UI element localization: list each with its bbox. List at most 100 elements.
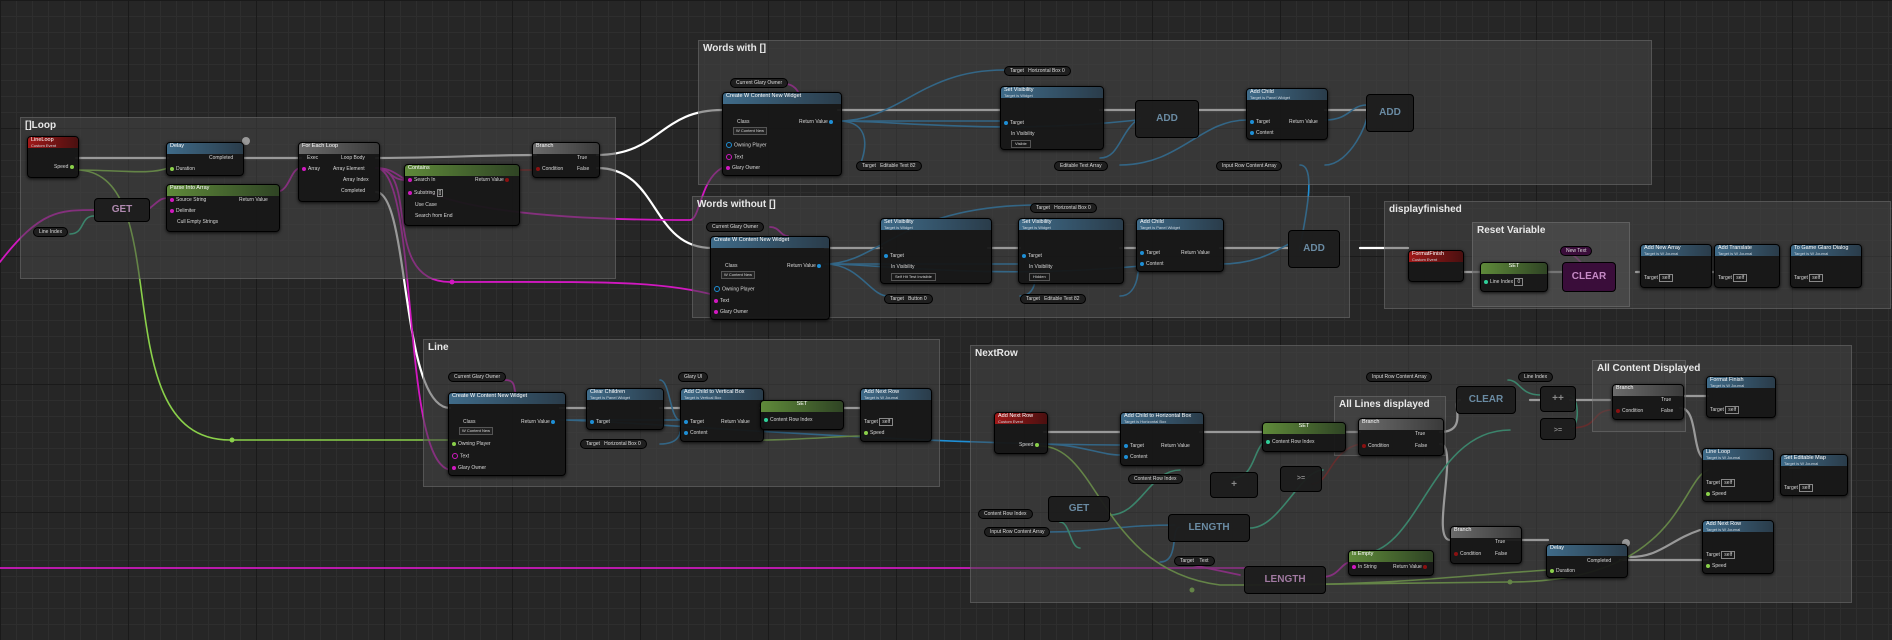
pin-completed[interactable]: Completed bbox=[341, 188, 365, 194]
pin-target[interactable]: Target bbox=[1124, 443, 1144, 449]
var-target-hbox[interactable]: Target Horizontal Box 0 bbox=[580, 439, 647, 449]
pin-class[interactable]: Class bbox=[463, 419, 476, 425]
pin-return-value[interactable]: Return Value bbox=[1393, 564, 1429, 570]
pin-in-visibility[interactable]: In Visibility bbox=[891, 264, 915, 270]
pin-return-value[interactable]: Return Value bbox=[799, 119, 835, 125]
pin-false[interactable]: False bbox=[1415, 443, 1427, 449]
pin-speed[interactable]: Speed bbox=[1706, 491, 1726, 497]
node-clear-new-text[interactable]: CLEAR bbox=[1562, 262, 1616, 292]
node-greater-equal[interactable]: >= bbox=[1280, 466, 1322, 492]
node-array-add-2[interactable]: ADD bbox=[1366, 94, 1414, 132]
var-content-row-index[interactable]: Content Row Index bbox=[1128, 474, 1183, 484]
pin-glary-owner[interactable]: Glary Owner bbox=[452, 465, 486, 471]
var-new-text[interactable]: New Text bbox=[1560, 246, 1593, 256]
class-dropdown[interactable]: W Content New bbox=[721, 271, 756, 279]
pin-target[interactable]: Target self bbox=[864, 418, 894, 426]
pin-target[interactable]: Target bbox=[884, 253, 904, 259]
pin-substring[interactable]: Substring [] bbox=[408, 189, 444, 197]
pin-target[interactable]: Target bbox=[1250, 119, 1270, 125]
node-set-line-index[interactable]: SET Line Index 0 bbox=[1480, 262, 1548, 292]
pin-content[interactable]: Content bbox=[1250, 130, 1274, 136]
node-length[interactable]: LENGTH bbox=[1168, 514, 1250, 542]
node-clear-array[interactable]: CLEAR bbox=[1456, 386, 1516, 414]
pin-speed[interactable]: Speed bbox=[1706, 563, 1726, 569]
pin-return-value[interactable]: Return Value bbox=[721, 419, 750, 425]
node-delay[interactable]: Delay Duration Completed bbox=[1546, 544, 1628, 578]
pin-cull-empty[interactable]: Cull Empty Strings bbox=[177, 219, 218, 225]
pin-return-value[interactable]: Return Value bbox=[787, 263, 823, 269]
node-create-widget[interactable]: Create W Content New Widget Class W Cont… bbox=[710, 236, 830, 320]
pin-text[interactable]: Text bbox=[726, 154, 743, 160]
pin-return-value[interactable]: Return Value bbox=[239, 197, 268, 203]
pin-array-index[interactable]: Array Index bbox=[343, 177, 369, 183]
node-length-string[interactable]: LENGTH bbox=[1244, 566, 1326, 594]
pin-glary-owner[interactable]: Glary Owner bbox=[726, 165, 760, 171]
pin-duration[interactable]: Duration bbox=[170, 166, 195, 172]
var-line-index[interactable]: Line Index bbox=[1518, 372, 1554, 382]
pin-class[interactable]: Class bbox=[725, 263, 738, 269]
pin-class[interactable]: Class bbox=[737, 119, 750, 125]
pin-loop-body[interactable]: Loop Body bbox=[341, 155, 365, 161]
pin-target[interactable]: Target self bbox=[1710, 406, 1740, 414]
pin-return-value[interactable]: Return Value bbox=[1161, 443, 1190, 449]
node-get[interactable]: GET bbox=[94, 198, 150, 222]
pin-condition[interactable]: Condition bbox=[1454, 551, 1481, 557]
pin-target[interactable]: Target bbox=[684, 419, 704, 425]
var-line-index[interactable]: Line Index bbox=[33, 227, 69, 237]
node-set-content-row-index[interactable]: SET Content Row Index bbox=[1262, 422, 1346, 452]
node-contains[interactable]: Contains Search In Substring [] Use Case… bbox=[404, 164, 520, 226]
pin-text[interactable]: Text bbox=[452, 453, 469, 459]
var-current-glary-owner[interactable]: Current Glary Owner bbox=[448, 372, 507, 382]
node-branch[interactable]: Branch Condition True False bbox=[532, 142, 600, 178]
pin-owning-player[interactable]: Owning Player bbox=[726, 142, 767, 148]
pin-condition[interactable]: Condition bbox=[1616, 408, 1643, 414]
node-is-empty[interactable]: Is Empty In String Return Value bbox=[1348, 550, 1434, 576]
node-delay[interactable]: Delay Duration Completed bbox=[166, 142, 244, 176]
visibility-dropdown[interactable]: Self Hit Test Invisible bbox=[891, 273, 936, 281]
var-target-hbox[interactable]: Target Horizontal Box 0 bbox=[1030, 203, 1097, 213]
var-editable-text-array[interactable]: Editable Text Array bbox=[1054, 161, 1108, 171]
pin-line-index[interactable]: Line Index 0 bbox=[1484, 278, 1524, 286]
pin-false[interactable]: False bbox=[1661, 408, 1673, 414]
var-current-glary-owner[interactable]: Current Glary Owner bbox=[730, 78, 789, 88]
visibility-dropdown[interactable]: Visible bbox=[1011, 140, 1031, 148]
pin-target[interactable]: Target self bbox=[1718, 274, 1748, 282]
pin-target[interactable]: Target self bbox=[1644, 274, 1674, 282]
pin-return-value[interactable]: Return Value bbox=[521, 419, 557, 425]
class-dropdown[interactable]: W Content New bbox=[733, 127, 768, 135]
pin-return-value[interactable]: Return Value bbox=[1289, 119, 1318, 125]
pin-return-value[interactable]: Return Value bbox=[1181, 250, 1210, 256]
visibility-dropdown[interactable]: Hidden bbox=[1029, 273, 1050, 281]
pin-owning-player[interactable]: Owning Player bbox=[714, 286, 755, 292]
pin-in-visibility[interactable]: In Visibility bbox=[1029, 264, 1053, 270]
var-target-button[interactable]: Target Button 0 bbox=[884, 294, 933, 304]
node-array-add[interactable]: ADD bbox=[1288, 230, 1340, 268]
node-create-widget[interactable]: Create W Content New Widget Class W Cont… bbox=[722, 92, 842, 176]
pin-content-row-index[interactable]: Content Row Index bbox=[764, 417, 813, 423]
node-branch-all-lines[interactable]: Branch Condition True False bbox=[1358, 418, 1444, 456]
pin-text[interactable]: Text bbox=[714, 298, 729, 304]
pin-owning-player[interactable]: Owning Player bbox=[452, 441, 491, 447]
node-increment[interactable]: ++ bbox=[1540, 386, 1576, 412]
node-set-content-row-index[interactable]: SET Content Row Index bbox=[760, 400, 844, 430]
pin-true[interactable]: True bbox=[1495, 539, 1505, 545]
pin-content-row-index[interactable]: Content Row Index bbox=[1266, 439, 1315, 445]
node-add-int[interactable]: + bbox=[1210, 472, 1258, 498]
pin-content[interactable]: Content bbox=[1140, 261, 1164, 267]
var-target-hbox[interactable]: Target Horizontal Box 0 bbox=[1004, 66, 1071, 76]
pin-target[interactable]: Target self bbox=[1706, 479, 1736, 487]
node-greater-equal-2[interactable]: >= bbox=[1540, 418, 1576, 440]
